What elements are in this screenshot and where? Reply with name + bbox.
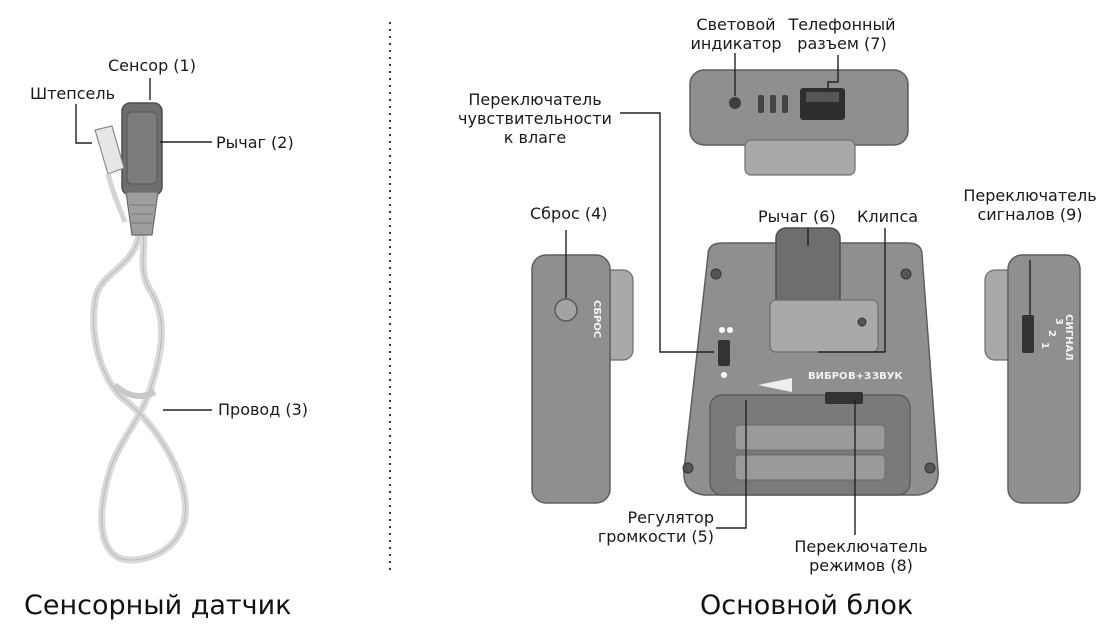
signal-marking: СИГНАЛ — [1063, 314, 1074, 361]
device-top-view — [689, 69, 909, 176]
sensor-panel-title: Сенсорный датчик — [24, 590, 292, 621]
label-phone-jack: Телефонный разъем (7) — [788, 15, 896, 53]
main-unit-panel-title: Основной блок — [700, 590, 914, 621]
plug-leader — [75, 104, 92, 144]
signal-number-2: 2 — [1046, 330, 1057, 337]
phone-jack-leader — [827, 55, 839, 90]
reset-marking: СБРОС — [591, 300, 602, 338]
signal-number-1: 1 — [1039, 342, 1050, 349]
device-front-view — [682, 227, 939, 496]
sensor-head — [121, 102, 163, 236]
label-lever: Рычаг (2) — [216, 133, 294, 152]
clip-leader — [818, 228, 886, 353]
moisture-switch-leader — [620, 112, 714, 353]
label-signal-switch: Переключатель сигналов (9) — [963, 186, 1097, 224]
label-mode-switch: Переключатель режимов (8) — [794, 537, 928, 575]
label-sensor: Сенсор (1) — [108, 56, 196, 75]
plug-connector — [94, 125, 128, 223]
label-lever-6: Рычаг (6) — [758, 207, 836, 226]
volume-leader — [716, 400, 747, 529]
label-moisture-switch: Переключатель чувствительности к влаге — [458, 90, 612, 147]
mode-marking-vibro: ВИБРО — [808, 371, 847, 382]
sensor-cable — [90, 226, 190, 564]
mode-marking-both: В+З — [848, 371, 871, 382]
label-indicator: Световой индикатор — [690, 15, 782, 53]
label-volume: Регулятор громкости (5) — [597, 508, 714, 546]
device-side-left — [531, 254, 634, 504]
device-side-right — [984, 254, 1081, 504]
label-clip: Клипса — [857, 207, 919, 226]
label-wire: Провод (3) — [218, 400, 309, 419]
mode-marking-sound: ЗВУК — [872, 371, 903, 382]
label-reset: Сброс (4) — [530, 204, 608, 223]
label-plug: Штепсель — [30, 84, 116, 103]
signal-number-3: 3 — [1053, 318, 1064, 325]
